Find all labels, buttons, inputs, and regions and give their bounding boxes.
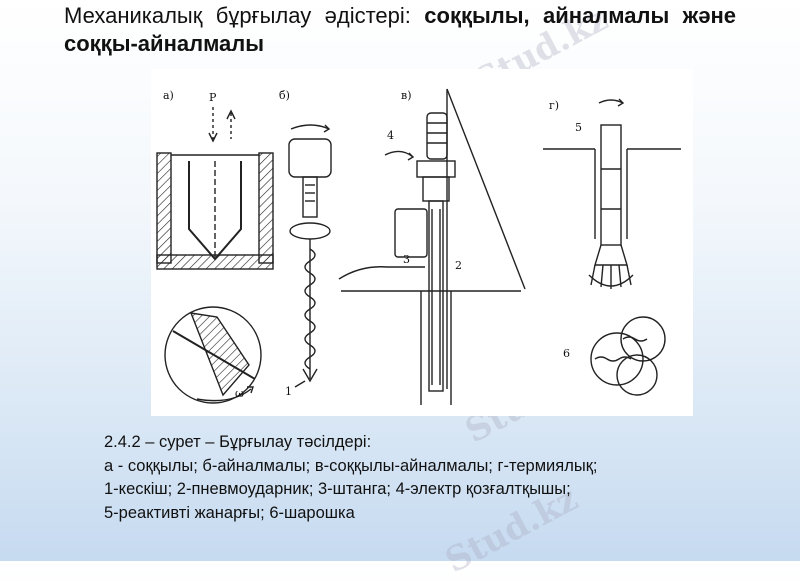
figure-drawing: а) P ω б): [156, 88, 681, 405]
label-6: 6: [563, 347, 570, 360]
title-normal: Механикалық бұрғылау әдістері:: [64, 3, 425, 28]
caption-line-1: 2.4.2 – сурет – Бұрғылау тәсілдері:: [104, 433, 372, 451]
drilling-methods-figure: а) P ω б): [151, 69, 693, 416]
caption-line-4: 5-реактивті жанарғы; 6-шарошка: [104, 503, 355, 522]
label-a: а): [163, 89, 174, 102]
percussion-rotary-rig: [338, 88, 526, 405]
label-v: в): [401, 89, 411, 102]
label-5: 5: [575, 121, 582, 134]
caption-line-2: а - соққылы; б-айналмалы; в-соққылы-айна…: [104, 456, 598, 475]
label-1: 1: [285, 385, 292, 398]
thermal-burner: [543, 98, 681, 289]
label-omega: ω: [235, 387, 244, 400]
slide-title: Механикалық бұрғылау әдістері: соққылы, …: [64, 2, 736, 58]
label-4: 4: [387, 129, 394, 142]
figure-caption: 2.4.2 – сурет – Бұрғылау тәсілдері: а - …: [104, 431, 764, 525]
label-3: 3: [403, 253, 410, 266]
label-b: б): [279, 89, 290, 102]
label-p: P: [209, 91, 217, 104]
label-2: 2: [455, 259, 462, 272]
percussive-bit: [156, 107, 274, 404]
label-g: г): [549, 99, 559, 112]
title-bold: соққылы, айналмалы және соққы-айналмалы: [64, 3, 737, 56]
roller-cone-bit: [590, 316, 666, 396]
rotary-drill: [288, 124, 332, 388]
caption-line-3: 1-кескіш; 2-пневмоударник; 3-штанга; 4-э…: [104, 480, 571, 498]
